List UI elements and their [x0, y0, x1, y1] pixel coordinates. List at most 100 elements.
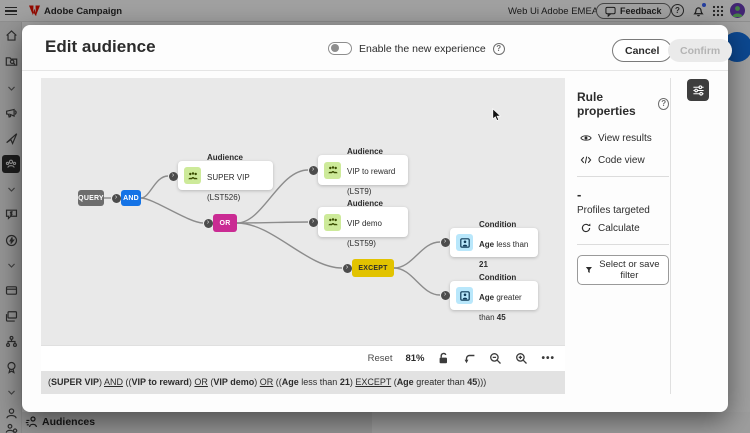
funnel-icon [585, 266, 592, 274]
campaigns-megaphone-icon[interactable] [5, 106, 18, 119]
panel-vertical-divider [670, 78, 671, 394]
condition-op: less than [494, 239, 529, 249]
profiles-targeted-label: Profiles targeted [577, 205, 650, 216]
query-node[interactable]: QUERY [78, 190, 104, 206]
condition-card-connector[interactable]: › [440, 290, 450, 300]
unlock-icon[interactable] [437, 352, 450, 365]
confirm-button[interactable]: Confirm [668, 39, 733, 62]
explorer-icon[interactable] [5, 55, 18, 68]
app-name: Adobe Campaign [44, 6, 123, 17]
view-results-button[interactable]: View results [580, 132, 669, 144]
offers-chat-icon[interactable] [5, 208, 18, 221]
condition-field: Age [479, 239, 495, 249]
properties-sliders-button[interactable] [687, 79, 709, 101]
plans-card-icon[interactable] [5, 284, 18, 297]
switch-knob [330, 44, 339, 53]
adobe-logo [29, 5, 40, 16]
mouse-cursor [492, 108, 502, 121]
filter-button-label: Select or save filter [599, 259, 660, 281]
content-stack-icon[interactable] [5, 310, 18, 323]
view-results-label: View results [598, 132, 652, 144]
calculate-label: Calculate [598, 222, 640, 234]
hamburger-icon[interactable] [5, 5, 17, 17]
avatar[interactable] [730, 3, 745, 18]
calculate-button[interactable]: Calculate [580, 222, 669, 234]
audience-icon [184, 167, 201, 184]
condition-field: Age [479, 292, 495, 302]
help-icon[interactable]: ? [671, 4, 684, 17]
toggle-help-icon[interactable]: ? [492, 42, 505, 55]
audiences-icon[interactable] [2, 155, 20, 173]
zoom-in-icon[interactable] [515, 352, 528, 365]
condition-card-connector[interactable]: › [440, 237, 450, 247]
profile-person-icon[interactable] [5, 407, 18, 420]
new-experience-switch[interactable] [328, 42, 352, 55]
badge-icon[interactable] [5, 361, 18, 374]
home-icon[interactable] [5, 29, 18, 42]
and-node[interactable]: AND [121, 190, 141, 206]
card-name: SUPER VIP (LST526) [207, 172, 250, 202]
except-node[interactable]: EXCEPT [352, 259, 394, 277]
activities-bolt-icon[interactable] [5, 234, 18, 247]
condition-value: 45 [496, 312, 506, 322]
audience-card-connector[interactable]: › [308, 217, 318, 227]
card-type: Condition [479, 272, 517, 282]
hierarchy-icon[interactable] [5, 335, 18, 348]
panel-divider [577, 244, 669, 245]
notification-dot [701, 2, 707, 8]
header-divider [22, 70, 728, 71]
feedback-button[interactable]: Feedback [596, 3, 671, 19]
feedback-label: Feedback [620, 6, 662, 16]
edit-audience-dialog: Edit audience Enable the new experience … [22, 25, 733, 412]
page-section-title: Audiences [42, 416, 96, 428]
cancel-button[interactable]: Cancel [612, 39, 673, 62]
chevron-down-icon[interactable] [5, 183, 18, 196]
app-grid-icon[interactable] [712, 4, 724, 22]
chevron-down-icon[interactable] [5, 82, 18, 95]
except-node-connector[interactable]: › [342, 263, 352, 273]
condition-value: 21 [479, 259, 488, 269]
profiles-count: - [577, 187, 582, 202]
or-node[interactable]: OR [213, 214, 237, 232]
turn-arrow-icon[interactable] [463, 352, 476, 365]
audience-icon [324, 161, 341, 179]
rule-properties-panel: Rule properties ? View results Code view… [577, 90, 669, 285]
chevron-down-icon[interactable] [5, 259, 18, 272]
chevron-down-icon[interactable] [5, 386, 18, 399]
panel-divider [577, 176, 669, 177]
audiences-section-icon [25, 416, 37, 428]
select-or-save-filter-button[interactable]: Select or save filter [577, 255, 669, 285]
more-options-icon[interactable]: ••• [541, 353, 555, 364]
notifications-bell-icon[interactable] [692, 2, 707, 22]
audience-card-connector[interactable]: › [168, 171, 178, 181]
background-page: Audiences [22, 412, 750, 433]
formula-bar: (SUPER VIP) AND ((VIP to reward) OR (VIP… [41, 371, 565, 394]
zoom-level[interactable]: 81% [405, 353, 425, 364]
deliveries-send-icon[interactable] [5, 132, 18, 145]
top-bar: Adobe Campaign Web Ui Adobe EMEA Feedbac… [0, 0, 750, 22]
condition-icon [456, 234, 473, 251]
card-type: Audience [347, 147, 384, 156]
card-name: VIP demo (LST59) [347, 219, 382, 248]
code-view-button[interactable]: Code view [580, 154, 669, 166]
condition-op: greater than [479, 292, 522, 322]
card-type: Condition [479, 219, 517, 229]
audience-card-connector[interactable]: › [308, 165, 318, 175]
panel-help-icon[interactable]: ? [658, 98, 669, 110]
reset-button[interactable]: Reset [367, 353, 393, 364]
eye-icon [580, 135, 592, 141]
audience-icon [324, 213, 341, 231]
left-sidebar [0, 22, 22, 433]
or-node-connector[interactable]: › [203, 218, 213, 228]
and-node-connector[interactable]: › [111, 193, 121, 203]
new-experience-toggle-group: Enable the new experience ? [328, 42, 505, 55]
card-type: Audience [347, 199, 384, 208]
zoom-out-icon[interactable] [489, 352, 502, 365]
